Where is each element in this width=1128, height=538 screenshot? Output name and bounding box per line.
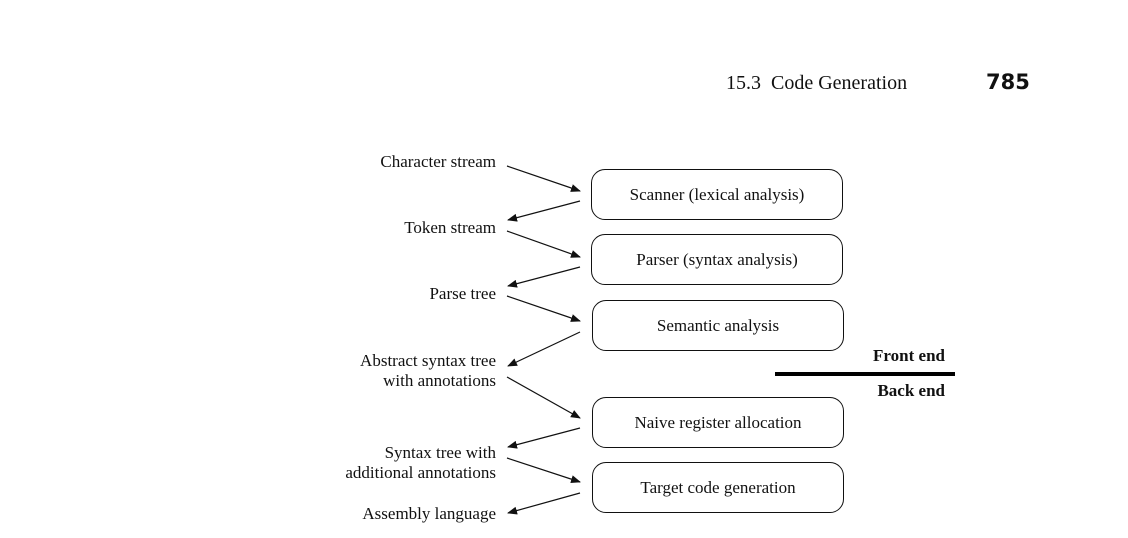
stage-scanner: Scanner (lexical analysis) — [591, 169, 843, 220]
data-form-line: Assembly language — [362, 504, 496, 523]
arrow-into-semantic — [506, 295, 581, 322]
arrow-into-parser — [506, 230, 581, 258]
data-form-line: Character stream — [380, 152, 496, 171]
arrow-out-of-code-generation — [507, 492, 581, 515]
arrow-into-scanner — [506, 165, 581, 192]
arrow-out-of-register-allocation — [507, 427, 581, 449]
back-end-label: Back end — [877, 381, 945, 400]
stage-label: Semantic analysis — [656, 315, 780, 335]
arrow-out-of-semantic — [507, 331, 581, 367]
page-number: 785 — [986, 70, 1030, 94]
stage-code-generation: Target code generation — [592, 462, 844, 513]
front-end-label: Front end — [873, 346, 945, 365]
stage-label: Scanner (lexical analysis) — [629, 184, 805, 204]
stage-label: Parser (syntax analysis) — [636, 249, 798, 269]
stage-parser: Parser (syntax analysis) — [591, 234, 843, 285]
data-form-line: Parse tree — [429, 284, 496, 303]
data-form-abstract-syntax-tree: Abstract syntax tree with annotations — [360, 351, 496, 391]
data-form-parse-tree: Parse tree — [429, 284, 496, 304]
data-form-line: Abstract syntax tree — [360, 351, 496, 370]
arrow-into-code-generation — [506, 457, 581, 483]
data-form-line: Syntax tree with — [384, 443, 496, 462]
section-title: 15.3 Code Generation — [726, 72, 908, 94]
stage-label: Target code generation — [640, 477, 796, 497]
stage-semantic-analysis: Semantic analysis — [592, 300, 844, 351]
data-form-assembly-language: Assembly language — [362, 504, 496, 524]
data-form-character-stream: Character stream — [380, 152, 496, 172]
stage-label: Naive register allocation — [634, 412, 802, 432]
data-form-line: with annotations — [383, 371, 496, 390]
arrow-out-of-parser — [507, 266, 581, 288]
data-form-annotated-syntax-tree: Syntax tree with additional annotations — [345, 443, 496, 483]
data-form-line: Token stream — [404, 218, 496, 237]
front-back-divider — [775, 372, 955, 376]
data-form-token-stream: Token stream — [404, 218, 496, 238]
arrow-out-of-scanner — [507, 200, 581, 222]
data-form-line: additional annotations — [345, 463, 496, 482]
arrow-into-register-allocation — [506, 376, 581, 419]
stage-register-allocation: Naive register allocation — [592, 397, 844, 448]
